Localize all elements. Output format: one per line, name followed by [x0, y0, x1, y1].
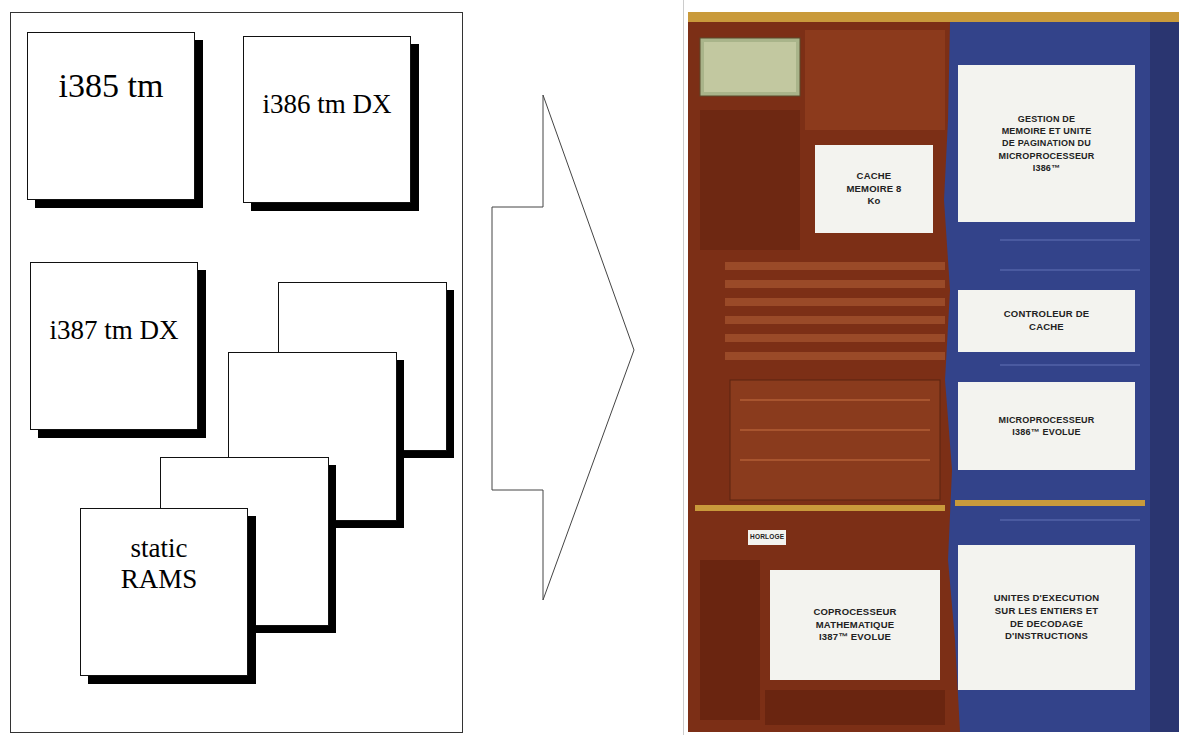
- die-photo: [688, 12, 1179, 732]
- die-label: MICROPROCESSEUR I386™ EVOLUE: [958, 382, 1135, 470]
- die-label: HORLOGE: [748, 530, 786, 545]
- node-text: COPROCESSEUR MATHEMATIQUE I387™ EVOLUE: [800, 606, 910, 644]
- node-text: MICROPROCESSEUR I386™ EVOLUE: [998, 414, 1095, 438]
- big-arrow: [492, 95, 634, 600]
- node-text: CONTROLEUR DE CACHE: [1002, 308, 1091, 334]
- die-label: CONTROLEUR DE CACHE: [958, 290, 1135, 352]
- separator-line: [683, 0, 684, 735]
- node-text: HORLOGE: [750, 533, 784, 542]
- node-text: GESTION DE MEMOIRE ET UNITE DE PAGINATIO…: [998, 113, 1095, 174]
- node-text: i386 tm DX: [252, 89, 402, 120]
- chip-box: i385 tm: [27, 32, 195, 200]
- die-label: COPROCESSEUR MATHEMATIQUE I387™ EVOLUE: [770, 570, 940, 680]
- node-text: static RAMS: [101, 533, 217, 595]
- die-label: UNITES D'EXECUTION SUR LES ENTIERS ET DE…: [958, 545, 1135, 690]
- chip-box: i386 tm DX: [243, 36, 411, 203]
- node-text: CACHE MEMOIRE 8 Ko: [843, 170, 905, 208]
- chip-box: i387 tm DX: [30, 262, 198, 430]
- die-label: CACHE MEMOIRE 8 Ko: [815, 145, 933, 233]
- die-label: GESTION DE MEMOIRE ET UNITE DE PAGINATIO…: [958, 65, 1135, 222]
- chip-box: static RAMS: [80, 508, 248, 676]
- node-text: i385 tm: [36, 67, 186, 105]
- node-text: i387 tm DX: [39, 315, 189, 346]
- node-text: UNITES D'EXECUTION SUR LES ENTIERS ET DE…: [992, 592, 1101, 643]
- panel-frame: [11, 13, 463, 733]
